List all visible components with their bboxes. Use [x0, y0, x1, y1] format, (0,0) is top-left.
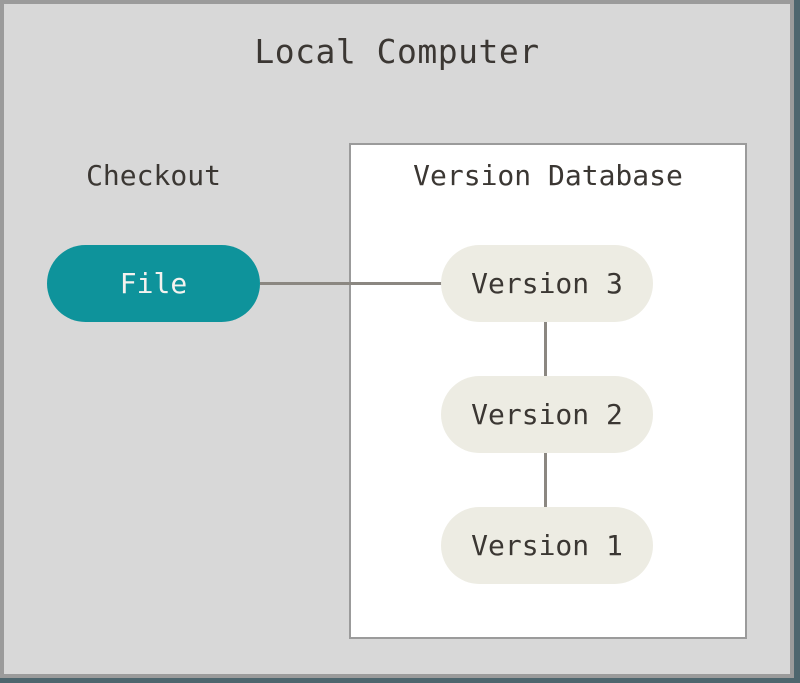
checkout-label: Checkout	[86, 159, 221, 192]
version2-node: Version 2	[441, 376, 653, 453]
file-node-label: File	[119, 266, 188, 300]
diagram-title: Local Computer	[254, 32, 540, 71]
version3-node: Version 3	[441, 245, 653, 322]
version2-node-label: Version 2	[471, 397, 623, 431]
connector-version2-to-version1	[544, 451, 547, 509]
connector-file-to-version3	[260, 282, 442, 285]
version1-node: Version 1	[441, 507, 653, 584]
file-node: File	[47, 245, 260, 322]
version-database-title: Version Database	[413, 159, 683, 192]
connector-version3-to-version2	[544, 320, 547, 378]
version1-node-label: Version 1	[471, 528, 623, 562]
version3-node-label: Version 3	[471, 266, 623, 300]
